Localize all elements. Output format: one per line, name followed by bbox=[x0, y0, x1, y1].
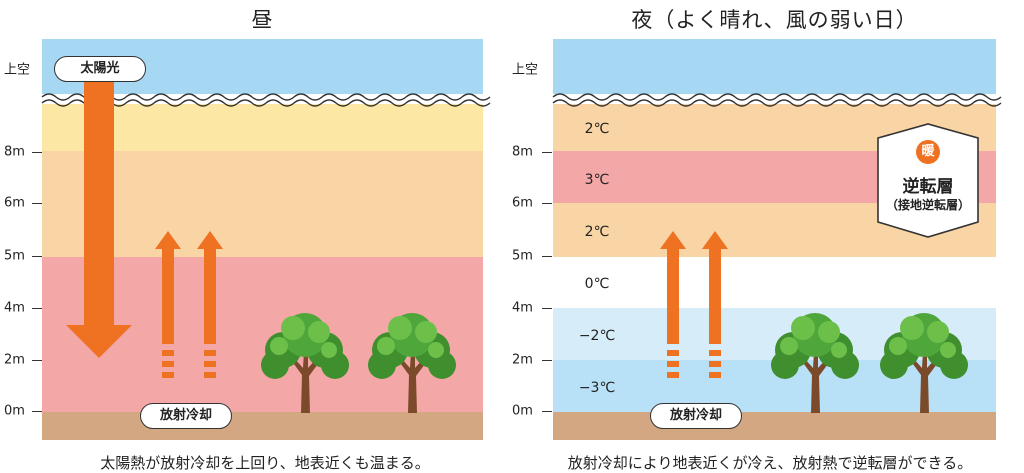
day-ground bbox=[42, 412, 483, 440]
warm-badge-text: 暖 bbox=[921, 144, 935, 159]
day-height-tick bbox=[32, 256, 42, 257]
night-height-tick bbox=[542, 308, 552, 309]
night-height-tick bbox=[542, 411, 552, 412]
day-heat-arrow-icon-1 bbox=[155, 231, 181, 378]
day-caption: 太陽熱が放射冷却を上回り、地表近くも温まる。 bbox=[100, 454, 430, 472]
night-sky-label: 上空 bbox=[512, 62, 539, 78]
night-height-label-8m: 8m bbox=[512, 144, 533, 160]
night-height-label-0m: 0m bbox=[512, 403, 533, 419]
day-band-middle bbox=[42, 151, 483, 257]
sunlight-arrow-icon bbox=[66, 80, 132, 358]
day-height-label-8m: 8m bbox=[4, 144, 25, 160]
wave-icon bbox=[41, 93, 491, 107]
day-height-tick bbox=[32, 308, 42, 309]
night-height-tick bbox=[542, 152, 552, 153]
night-temp-label: 0℃ bbox=[584, 276, 610, 292]
night-panel-title: 夜（よく晴れ、風の弱い日） bbox=[631, 8, 918, 32]
day-height-label-2m: 2m bbox=[4, 352, 25, 368]
night-temp-label: −2℃ bbox=[578, 328, 616, 344]
day-radiative-cooling-label: 放射冷却 bbox=[140, 403, 232, 429]
night-caption: 放射冷却により地表近くが冷え、放射熱で逆転層ができる。 bbox=[567, 454, 973, 472]
wave-icon bbox=[552, 93, 1002, 107]
tree-icon bbox=[880, 313, 968, 413]
day-height-label-5m: 5m bbox=[4, 248, 25, 264]
night-radiative-cooling-label: 放射冷却 bbox=[650, 403, 742, 429]
night-band-0c bbox=[553, 257, 996, 308]
tree-icon bbox=[261, 313, 349, 413]
night-temp-label: 2℃ bbox=[584, 121, 610, 137]
night-temp-label: 3℃ bbox=[584, 172, 610, 188]
day-height-label-0m: 0m bbox=[4, 403, 25, 419]
day-height-tick bbox=[32, 411, 42, 412]
night-height-tick bbox=[542, 203, 552, 204]
night-temp-label: −3℃ bbox=[578, 380, 616, 396]
day-heat-arrow-icon-2 bbox=[197, 231, 223, 378]
sunlight-label: 太陽光 bbox=[54, 56, 146, 82]
day-height-label-4m: 4m bbox=[4, 300, 25, 316]
day-sky-label: 上空 bbox=[4, 62, 31, 78]
night-ground bbox=[553, 412, 996, 440]
night-height-tick bbox=[542, 256, 552, 257]
day-height-label-6m: 6m bbox=[4, 195, 25, 211]
inversion-layer-title: 逆転層 bbox=[902, 177, 954, 197]
night-temp-label: 2℃ bbox=[584, 224, 610, 240]
night-height-label-5m: 5m bbox=[512, 248, 533, 264]
night-sky-band bbox=[553, 39, 996, 101]
inversion-layer-box bbox=[877, 123, 979, 238]
night-height-tick bbox=[542, 360, 552, 361]
day-band-upper bbox=[42, 101, 483, 151]
tree-icon bbox=[368, 313, 456, 413]
night-heat-arrow-icon-2 bbox=[702, 231, 728, 378]
tree-icon bbox=[771, 313, 859, 413]
night-height-label-6m: 6m bbox=[512, 195, 533, 211]
warm-badge-icon bbox=[916, 140, 940, 164]
night-height-label-2m: 2m bbox=[512, 352, 533, 368]
day-height-tick bbox=[32, 360, 42, 361]
day-height-tick bbox=[32, 203, 42, 204]
night-heat-arrow-icon-1 bbox=[660, 231, 686, 378]
night-height-label-4m: 4m bbox=[512, 300, 533, 316]
day-height-tick bbox=[32, 152, 42, 153]
day-panel-title: 昼 bbox=[251, 8, 274, 32]
inversion-layer-subtitle: （接地逆転層） bbox=[885, 198, 970, 212]
